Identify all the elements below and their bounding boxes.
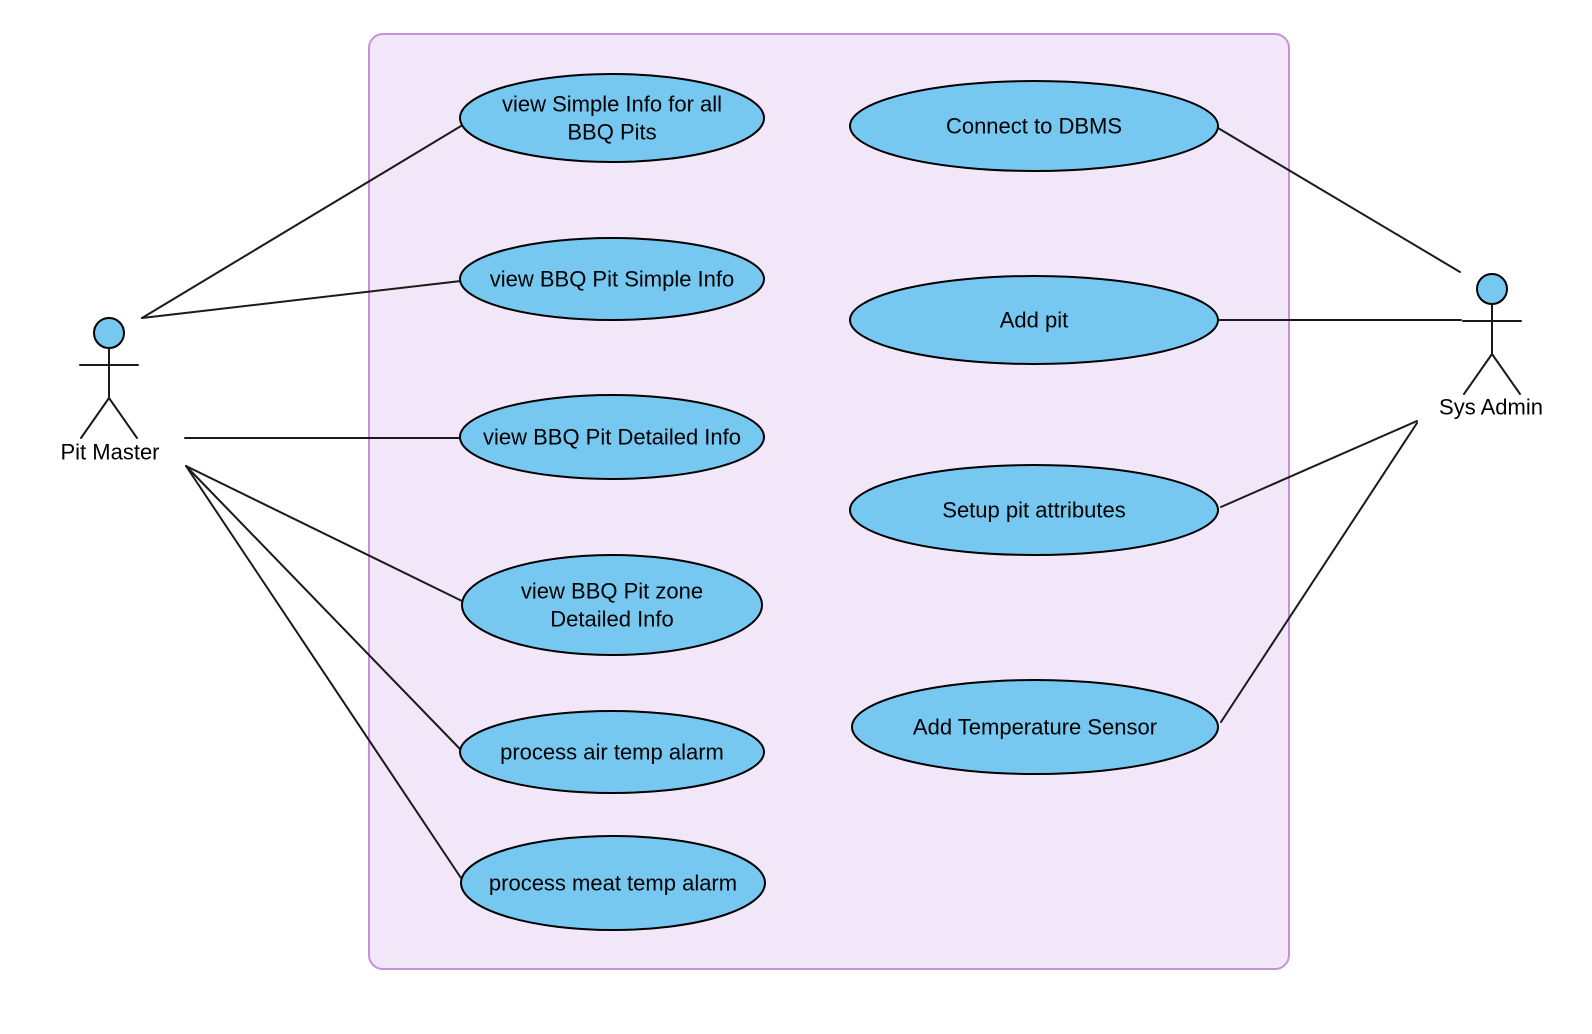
use-case-label-line: BBQ Pits xyxy=(567,120,656,145)
use-case-process-meat-temp-alarm: process meat temp alarm xyxy=(460,835,766,931)
association-edge xyxy=(141,125,462,319)
use-case-ellipse xyxy=(459,237,765,321)
actor-head xyxy=(93,317,125,349)
use-case-ellipse xyxy=(460,835,766,931)
association-edge xyxy=(185,465,462,879)
use-case-label: process meat temp alarm xyxy=(489,871,737,896)
association-edge xyxy=(1220,420,1418,508)
actor-head xyxy=(1476,273,1508,305)
use-case-label-line: view BBQ Pit zone xyxy=(521,579,703,604)
association-edge xyxy=(1217,127,1461,273)
use-case-connect-to-dbms: Connect to DBMS xyxy=(849,80,1219,172)
use-case-label: view BBQ Pit Detailed Info xyxy=(483,425,741,450)
actor-right-leg xyxy=(1491,353,1521,395)
use-case-label-line: Add pit xyxy=(1000,308,1069,333)
use-case-ellipse xyxy=(851,679,1219,775)
use-case-setup-pit-attributes: Setup pit attributes xyxy=(849,464,1219,556)
use-case-ellipse xyxy=(461,554,763,656)
use-case-label-line: Connect to DBMS xyxy=(946,114,1122,139)
use-case-label-line: process air temp alarm xyxy=(500,740,724,765)
use-case-label: view BBQ Pit Simple Info xyxy=(490,267,735,292)
use-case-label-line: process meat temp alarm xyxy=(489,871,737,896)
use-case-ellipse xyxy=(459,710,765,794)
use-case-label-line: view BBQ Pit Detailed Info xyxy=(483,425,741,450)
use-case-label-line: Detailed Info xyxy=(550,607,674,632)
use-case-label-line: view BBQ Pit Simple Info xyxy=(490,267,735,292)
use-case-view-bbq-pit-detailed-info: view BBQ Pit Detailed Info xyxy=(459,394,765,480)
actor-left-leg xyxy=(1463,353,1493,395)
use-case-label-line: Setup pit attributes xyxy=(942,498,1125,523)
use-case-add-temperature-sensor: Add Temperature Sensor xyxy=(851,679,1219,775)
actor-label: Sys Admin xyxy=(1439,395,1543,420)
actor-sys-admin: Sys Admin xyxy=(1439,273,1543,420)
use-case-ellipse xyxy=(459,394,765,480)
actor-pit-master: Pit Master xyxy=(60,317,160,465)
association-edge xyxy=(185,465,461,750)
use-case-label: Connect to DBMS xyxy=(946,114,1122,139)
use-case-label: Setup pit attributes xyxy=(942,498,1125,523)
actor-left-leg xyxy=(80,397,110,439)
actor-label: Pit Master xyxy=(60,440,159,465)
use-case-label: Add pit xyxy=(1000,308,1069,333)
use-case-view-bbq-pit-simple-info: view BBQ Pit Simple Info xyxy=(459,237,765,321)
actor-right-leg xyxy=(108,397,138,439)
use-case-ellipse xyxy=(459,73,765,163)
use-case-add-pit: Add pit xyxy=(849,275,1219,365)
use-case-label: Add Temperature Sensor xyxy=(913,715,1157,740)
use-case-ellipse xyxy=(849,464,1219,556)
use-case-ellipse xyxy=(849,80,1219,172)
use-case-process-air-temp-alarm: process air temp alarm xyxy=(459,710,765,794)
use-case-label-line: view Simple Info for all xyxy=(502,92,722,117)
association-edge xyxy=(1220,422,1418,723)
association-edge xyxy=(141,280,462,319)
association-edge xyxy=(185,465,463,602)
use-case-ellipse xyxy=(849,275,1219,365)
use-case-label-line: Add Temperature Sensor xyxy=(913,715,1157,740)
use-case-label: process air temp alarm xyxy=(500,740,724,765)
